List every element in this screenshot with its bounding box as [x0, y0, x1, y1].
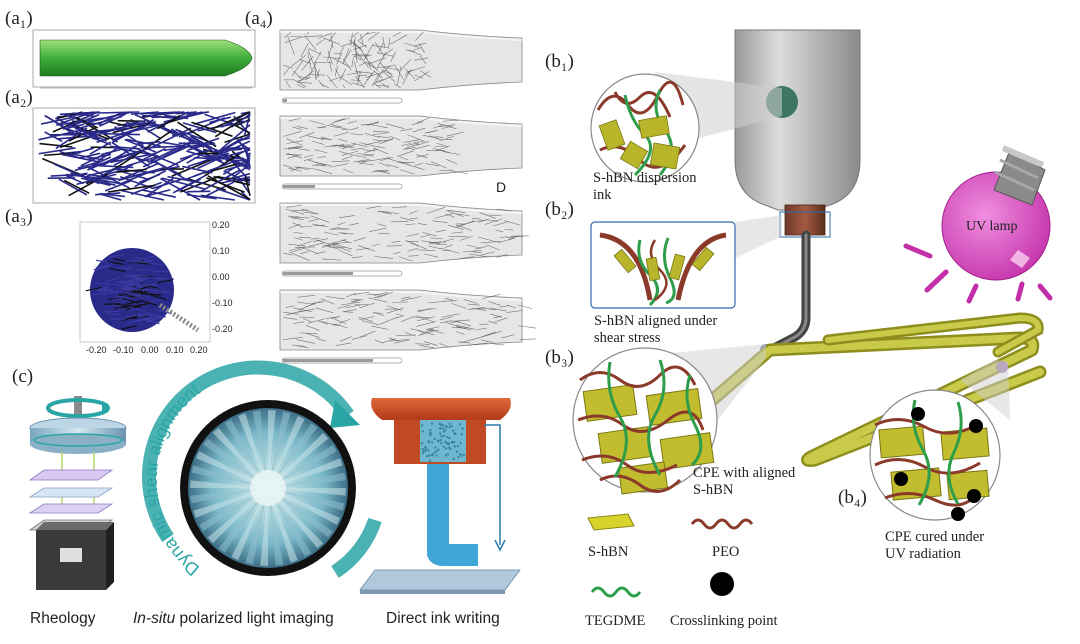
a1-plot [33, 30, 255, 88]
b3-caption-line1: CPE with aligned [693, 466, 795, 481]
a2-plot [33, 108, 255, 203]
a3-tick-bottom-1: -0.10 [113, 346, 134, 355]
b1-caption-line1: S-hBN dispersion [593, 171, 697, 186]
legend-peo-label: PEO [712, 545, 739, 560]
legend-tegdme-label: TEGDME [585, 614, 645, 629]
c-insitu-label: In-situ polarized light imaging [133, 611, 334, 627]
a3-tick-right-2: 0.00 [212, 273, 230, 282]
c-diw-label: Direct ink writing [386, 611, 500, 627]
b4-caption-line1: CPE cured under [885, 530, 984, 545]
a4-marker-d: D [496, 180, 506, 194]
panel-a1-tag: (a₁) [5, 9, 33, 28]
c-insitu-rest: polarized light imaging [175, 610, 334, 627]
a3-tick-right-1: 0.10 [212, 247, 230, 256]
a4-channel [280, 290, 536, 363]
b1-caption-line2: ink [593, 188, 612, 203]
a3-tick-bottom-0: -0.20 [86, 346, 107, 355]
b3-caption-line2: S-hBN [693, 483, 733, 498]
b4-caption-line2: UV radiation [885, 547, 961, 562]
panel-b4-tag: (b₄) [838, 488, 867, 507]
a3-tick-bottom-4: 0.20 [190, 346, 208, 355]
a4-channel [280, 30, 522, 103]
panel-a4-tag: (a₄) [245, 9, 273, 28]
uv-lamp-label: UV lamp [966, 220, 1017, 234]
c-insitu-italic: In-situ [133, 610, 175, 627]
a3-tick-bottom-2: 0.00 [141, 346, 159, 355]
b2-caption-line1: S-hBN aligned under [594, 314, 717, 329]
panel-b3-tag: (b₃) [545, 348, 574, 367]
panel-b1-tag: (b₁) [545, 52, 574, 71]
a3-tick-right-0: 0.20 [212, 221, 230, 230]
panel-b2-tag: (b₂) [545, 200, 574, 219]
c-schematic [30, 367, 520, 594]
a3-tick-right-4: -0.20 [212, 325, 233, 334]
legend-crosslink-label: Crosslinking point [670, 614, 778, 629]
a4-plots [280, 30, 536, 363]
a3-tick-bottom-3: 0.10 [166, 346, 184, 355]
a3-tick-right-3: -0.10 [212, 299, 233, 308]
b2-caption-line2: shear stress [594, 331, 660, 346]
panel-a3-tag: (a₃) [5, 207, 33, 226]
legend-shbn-label: S-hBN [588, 545, 628, 560]
a3-plot [80, 222, 210, 342]
panel-c-tag: (c) [12, 367, 33, 386]
panel-a2-tag: (a₂) [5, 88, 33, 107]
a4-channel [280, 116, 522, 189]
c-rheology-label: Rheology [30, 611, 96, 627]
a4-channel [280, 203, 529, 276]
